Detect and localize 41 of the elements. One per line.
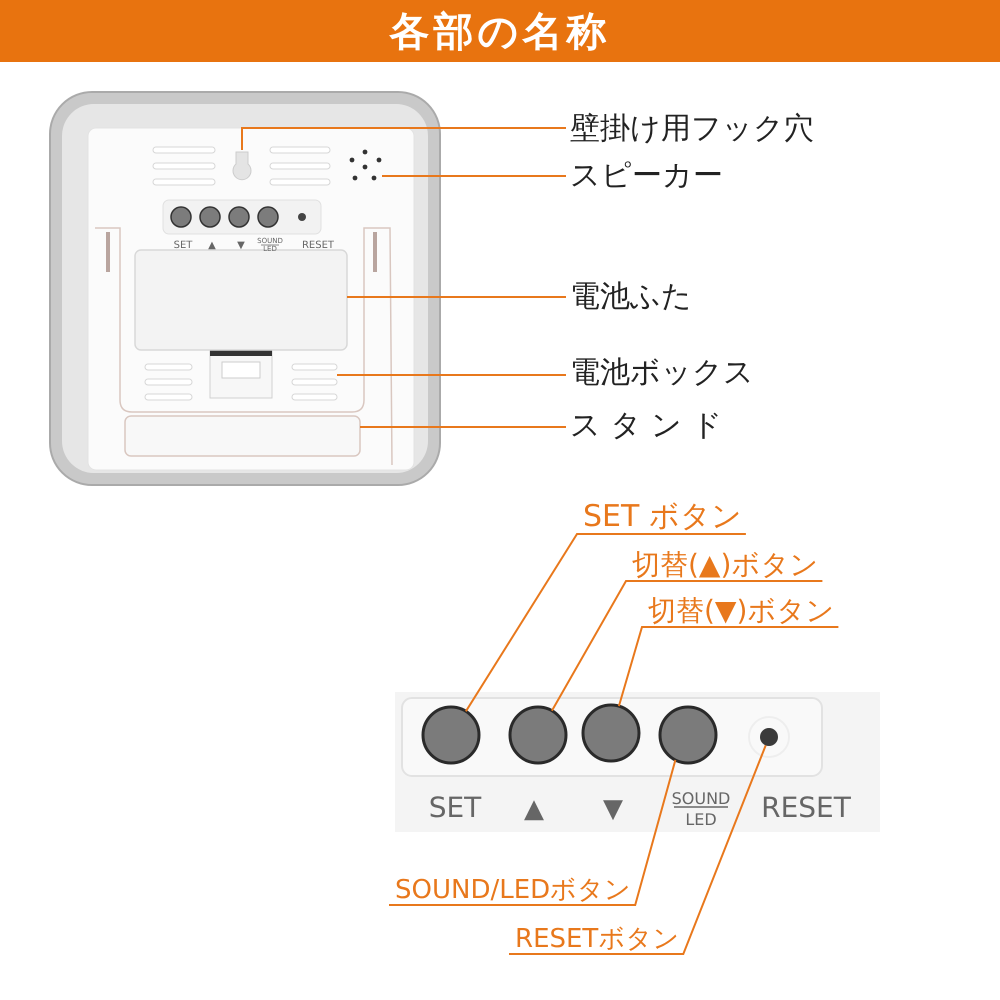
button-label: SET	[428, 791, 482, 824]
callout-label: スピーカー	[570, 161, 723, 191]
button-label: LED	[685, 810, 717, 829]
button-label: SOUND	[672, 789, 730, 808]
button	[582, 704, 640, 762]
keyhole	[232, 152, 252, 180]
callout-label: SOUND/LEDボタン	[395, 877, 632, 903]
button-label: ▼	[603, 794, 623, 824]
leader-line	[382, 175, 566, 177]
button-label: RESET	[302, 240, 334, 251]
title-banner: 各部の名称	[0, 0, 1000, 62]
stand-panel	[124, 415, 361, 457]
leader-line	[551, 580, 822, 712]
leader-line	[337, 374, 566, 376]
vent-slots	[292, 364, 338, 400]
button	[422, 706, 480, 764]
callout-label: RESETボタン	[515, 926, 680, 952]
button	[658, 706, 718, 764]
button-label: ▼	[237, 240, 245, 251]
leader-line	[618, 626, 838, 706]
leader-line	[465, 533, 746, 712]
button-label: SET	[174, 240, 192, 251]
leader-line	[360, 426, 566, 428]
callout-label: 電池ふた	[570, 282, 692, 312]
callout-label: 電池ボックス	[570, 358, 754, 388]
leader-line	[241, 127, 566, 150]
speaker-holes	[350, 150, 382, 180]
callout-label: ス タ ン ド	[570, 411, 723, 441]
button-label: RESET	[761, 791, 851, 824]
callout-label: 切替(▲)ボタン	[632, 551, 818, 579]
callout-label: 切替(▼)ボタン	[648, 597, 834, 625]
callout-label: SET ボタン	[583, 502, 742, 532]
button-label: ▲	[208, 240, 216, 251]
reset-hole	[760, 728, 778, 746]
button-label: ▲	[524, 794, 544, 824]
leader-line	[509, 745, 767, 955]
leader-line	[389, 760, 676, 906]
button	[508, 706, 568, 764]
callout-label: 壁掛け用フック穴	[570, 114, 814, 144]
leader-line	[347, 296, 566, 298]
battery-cover	[134, 249, 348, 351]
